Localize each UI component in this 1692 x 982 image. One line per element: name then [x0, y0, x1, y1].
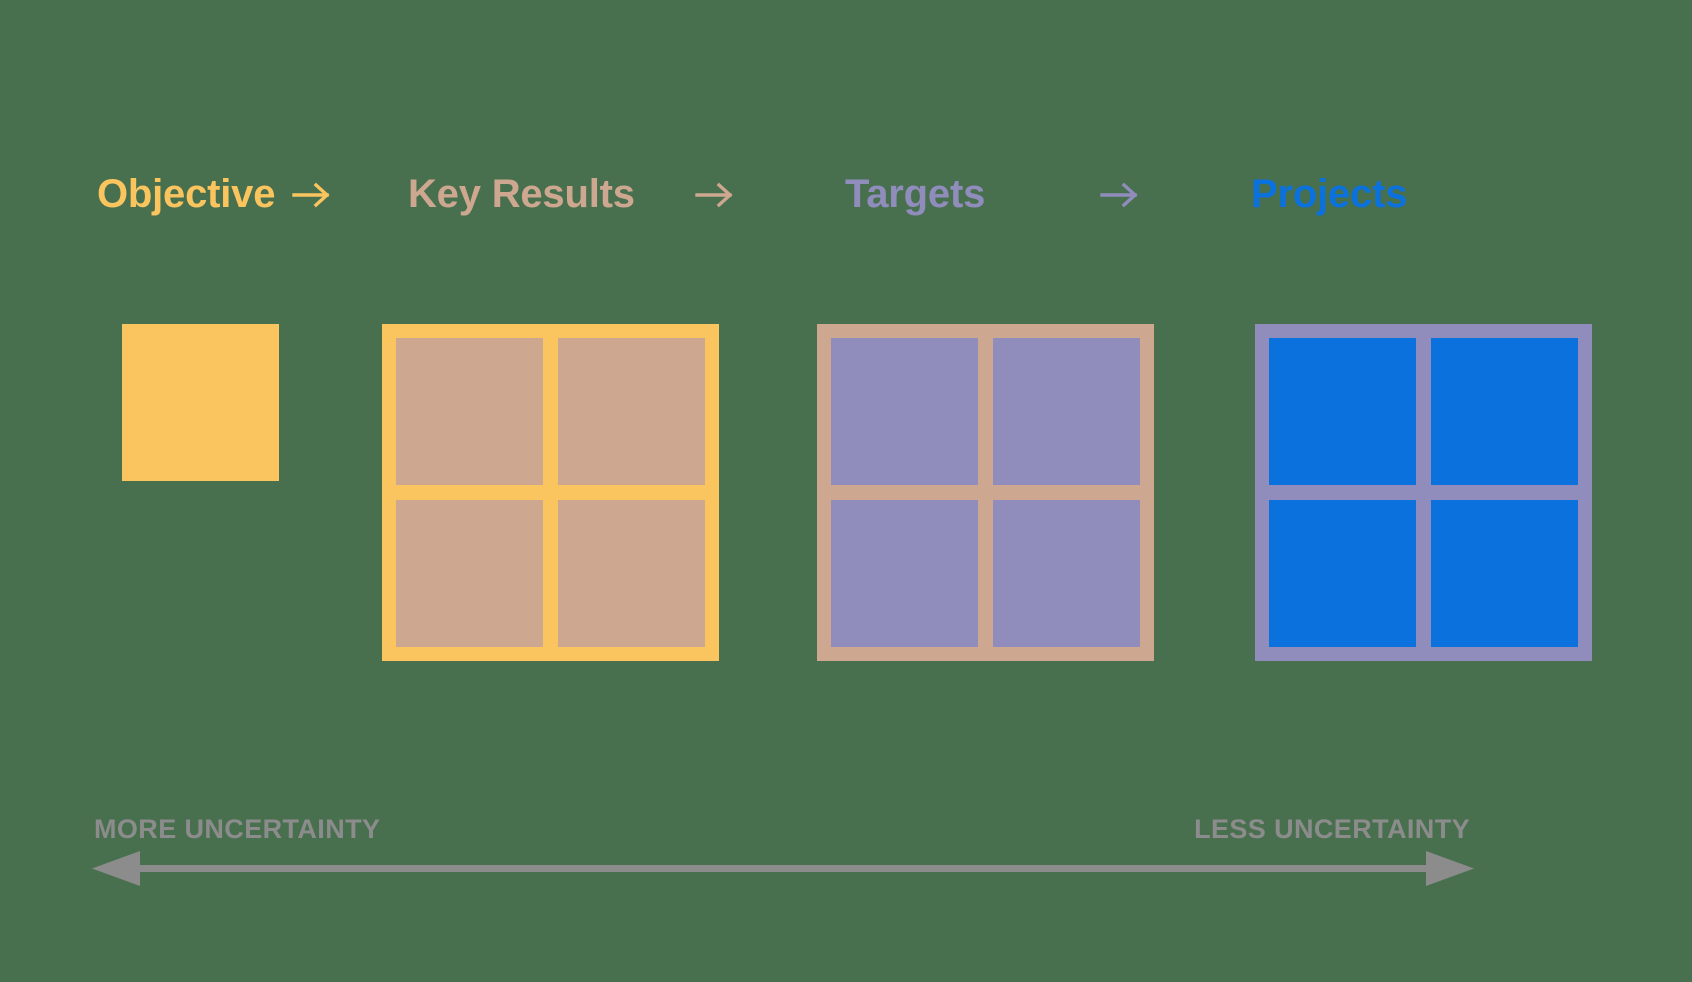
grid-cell — [396, 500, 543, 647]
grid-cell — [558, 338, 705, 485]
scale-label-less-uncertainty: LESS UNCERTAINTY — [1194, 814, 1470, 844]
grid-cell — [993, 500, 1140, 647]
arrow-right-icon-3 — [1100, 178, 1140, 212]
grid-cell — [993, 338, 1140, 485]
projects-grid — [1255, 324, 1592, 661]
grid-cell — [1269, 338, 1416, 485]
key-results-grid — [382, 324, 719, 661]
arrow-right-icon-2 — [695, 178, 735, 212]
scale-label-more-uncertainty: MORE UNCERTAINTY — [94, 814, 381, 844]
grid-cell — [396, 338, 543, 485]
double-headed-arrow-icon — [92, 848, 1474, 890]
grid-cell — [558, 500, 705, 647]
grid-cell — [1431, 500, 1578, 647]
step-label-objective: Objective — [97, 172, 276, 216]
arrow-right-icon-1 — [292, 178, 332, 212]
targets-grid — [817, 324, 1154, 661]
grid-cell — [831, 338, 978, 485]
step-label-projects: Projects — [1251, 172, 1408, 216]
grid-cell — [1431, 338, 1578, 485]
step-label-key-results: Key Results — [408, 172, 635, 216]
grid-cell — [831, 500, 978, 647]
objective-square — [122, 324, 279, 481]
step-label-targets: Targets — [845, 172, 986, 216]
grid-cell — [1269, 500, 1416, 647]
